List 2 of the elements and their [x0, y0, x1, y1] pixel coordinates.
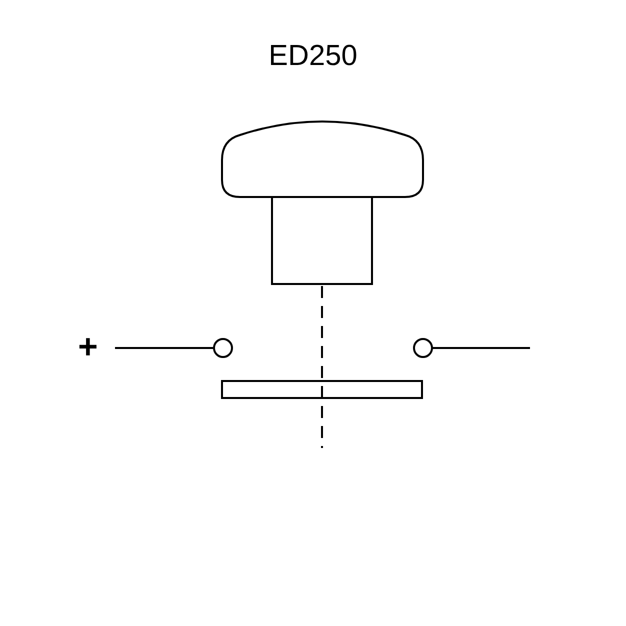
diagram-title: ED250 [268, 40, 358, 72]
polarity-label: + [78, 328, 98, 366]
